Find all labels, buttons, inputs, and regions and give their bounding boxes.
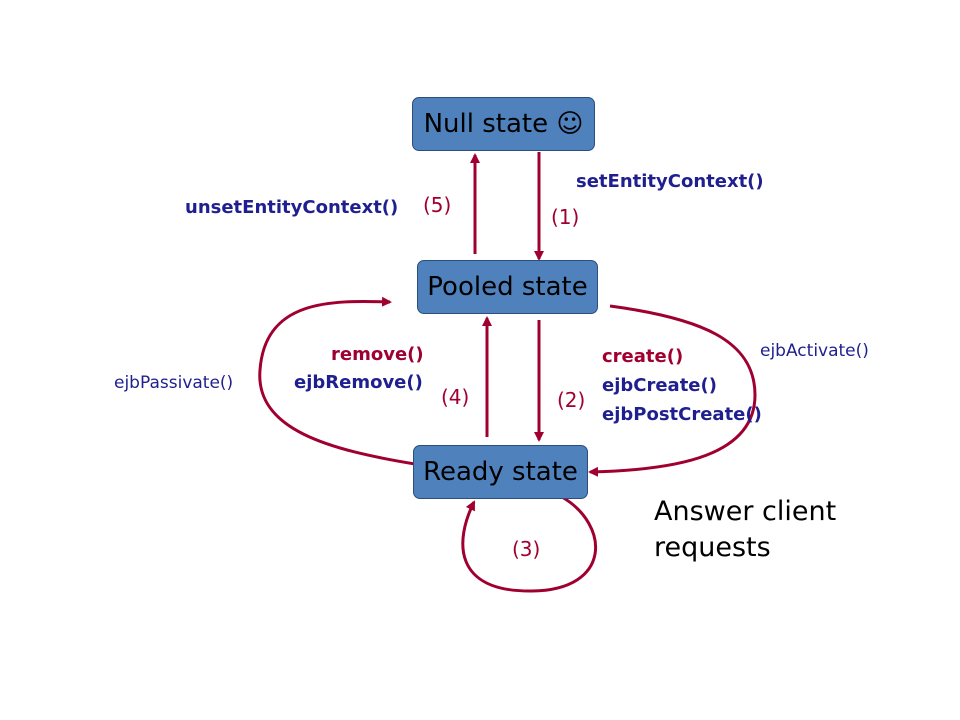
ready-state-box: Ready state	[413, 445, 588, 499]
note-line-1: Answer client	[654, 496, 837, 527]
label-set-entity-context: setEntityContext()	[576, 171, 764, 192]
label-unset-entity-context: unsetEntityContext()	[185, 197, 399, 218]
label-ejb-remove: ejbRemove()	[294, 372, 423, 393]
label-remove: remove()	[331, 344, 424, 365]
arrow-3-self-loop	[461, 495, 597, 593]
arrow-passivate	[258, 296, 416, 466]
label-number-5: (5)	[423, 193, 452, 217]
note-line-2: requests	[654, 532, 771, 564]
note-answer-client-requests: Answer client requests	[654, 494, 836, 567]
label-number-4: (4)	[441, 385, 470, 409]
label-number-1: (1)	[551, 205, 580, 229]
label-ejb-post-create: ejbPostCreate()	[602, 404, 762, 425]
label-number-2: (2)	[557, 388, 586, 412]
label-create: create()	[602, 346, 684, 367]
label-ejb-passivate: ejbPassivate()	[114, 373, 234, 393]
null-state-box: Null state ☺	[412, 97, 595, 151]
label-number-3: (3)	[512, 537, 541, 561]
pooled-state-box: Pooled state	[417, 260, 598, 314]
label-ejb-activate: ejbActivate()	[760, 341, 869, 361]
arrow-activate	[588, 304, 757, 477]
label-ejb-create: ejbCreate()	[602, 375, 717, 396]
